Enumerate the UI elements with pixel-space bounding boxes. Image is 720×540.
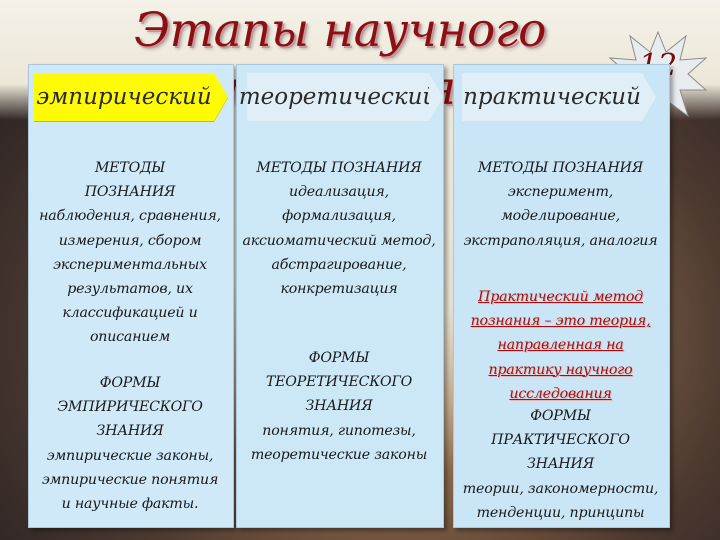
theoretical-forms: ФОРМЫ ТЕОРЕТИЧЕСКОГО ЗНАНИЯ понятия, гип… [238,346,440,467]
highlight-line: Практический метод [478,289,643,305]
forms-line: ЭМПИРИЧЕСКОГО [57,399,203,416]
practical-highlight: Практический метод познания – это теория… [455,285,666,406]
forms-line: ФОРМЫ [99,375,161,391]
methods-line: конкретизация [280,281,398,298]
theoretical-methods: МЕТОДЫ ПОЗНАНИЯ идеализация, формализаци… [238,156,440,301]
methods-line: ПОЗНАНИЯ [84,184,176,201]
practical-forms: ФОРМЫ ПРАКТИЧЕСКОГО ЗНАНИЯ теории, закон… [455,404,666,525]
methods-line: МЕТОДЫ ПОЗНАНИЯ [256,160,422,176]
methods-line: экстраполяция, аналогия [463,232,658,249]
methods-line: наблюдения, сравнения, [39,208,221,225]
forms-line: ЗНАНИЯ [305,398,373,415]
empirical-forms: ФОРМЫ ЭМПИРИЧЕСКОГО ЗНАНИЯ эмпирические … [34,371,226,516]
methods-line: формализация, [282,208,396,225]
highlight-line: исследования [509,385,612,402]
column-empirical [28,64,234,528]
methods-line: описанием [89,329,171,346]
forms-line: и научные факты. [61,496,199,513]
forms-line: ФОРМЫ [308,350,370,366]
methods-line: моделирование, [501,208,620,225]
methods-line: классификацией и [62,305,198,322]
methods-line: аксиоматический метод, [242,232,436,249]
empirical-methods: МЕТОДЫ ПОЗНАНИЯ наблюдения, сравнения, и… [34,156,226,350]
stage-label-theoretical: теоретический [239,73,437,121]
practical-methods: МЕТОДЫ ПОЗНАНИЯ эксперимент, моделирован… [455,156,666,253]
forms-line: теории, закономерности, [462,480,659,497]
forms-line: ПРАКТИЧЕСКОГО [491,432,630,449]
forms-line: ТЕОРЕТИЧЕСКОГО [265,374,413,391]
forms-line: теоретические законы [250,446,428,463]
forms-line: ФОРМЫ [530,408,591,424]
column-theoretical [236,64,444,528]
stage-arrow-tip [214,73,228,121]
methods-line: абстрагирование, [271,256,407,273]
methods-line: эксперимент, [507,184,614,201]
methods-line: экспериментальных [53,256,207,273]
forms-line: ЗНАНИЯ [527,456,594,473]
methods-line: результатов, их [67,281,193,298]
highlight-line: направленная на [497,337,624,354]
methods-line: МЕТОДЫ ПОЗНАНИЯ [477,160,644,176]
column-practical [453,64,670,528]
forms-line: понятия, гипотезы, [262,422,416,439]
forms-line: тенденции, принципы [476,504,645,521]
stage-label-empirical: эмпирический [34,73,214,121]
stage-arrow-tip [642,73,656,121]
methods-line: МЕТОДЫ [94,160,166,176]
stage-label-practical: практический [462,73,642,121]
highlight-line: практику научного [488,361,633,378]
forms-line: ЗНАНИЯ [96,423,164,440]
highlight-line: познания – это теория, [470,313,651,330]
stage-arrow-tip [429,73,443,121]
forms-line: эмпирические понятия [41,471,219,488]
methods-line: идеализация, [289,184,389,201]
forms-line: эмпирические законы, [46,447,214,464]
methods-line: измерения, сбором [58,232,202,249]
